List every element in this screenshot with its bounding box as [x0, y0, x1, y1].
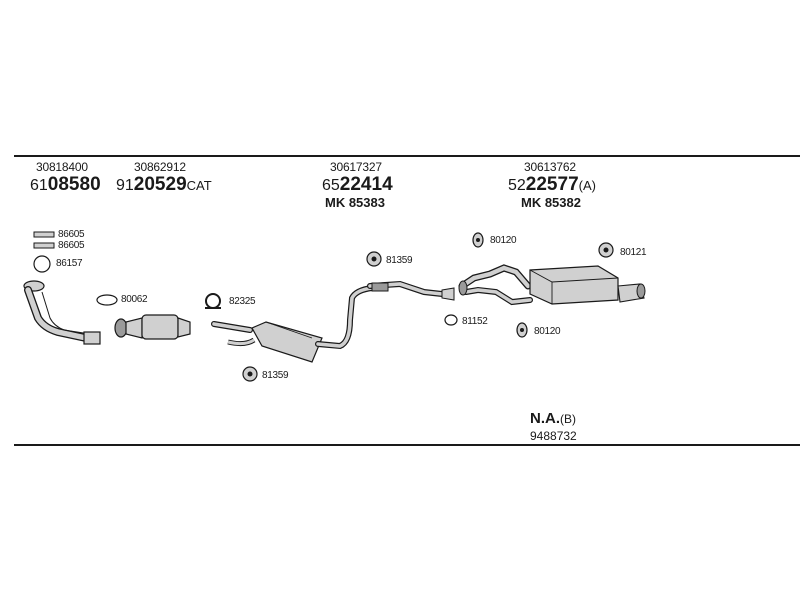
mk-number-4: MK 85382: [521, 195, 581, 210]
rubber-mount-icon: [472, 232, 484, 248]
sealing-ring-icon: [444, 314, 458, 326]
sealing-ring-icon: [33, 255, 51, 273]
front-pipe-part: [23, 280, 101, 345]
label-mount-80120-b: 80120: [534, 326, 561, 337]
not-available-marker: N.A.(B): [530, 410, 576, 427]
part-code-4: 5222577(A): [508, 174, 596, 195]
oe-number-1: 30818400: [36, 160, 88, 174]
mk-number-3: MK 85383: [325, 195, 385, 210]
part-code-2: 9120529CAT: [116, 174, 212, 195]
rubber-mount-icon: [366, 251, 382, 267]
gasket-pair-icon: [33, 231, 55, 249]
label-mount-81359-a: 81359: [262, 370, 289, 381]
label-gasket-top: 86605: [58, 229, 85, 240]
rubber-mount-icon: [516, 322, 528, 338]
top-rule: [14, 155, 800, 157]
middle-silencer-part: [211, 280, 455, 363]
label-mount-81359-b: 81359: [386, 255, 413, 266]
not-available-number: 9488732: [530, 429, 577, 443]
oe-number-4: 30613762: [524, 160, 576, 174]
clamp-icon: [205, 293, 221, 309]
rubber-mount-icon: [242, 366, 258, 382]
bottom-rule: [14, 444, 800, 446]
catalytic-converter-part: [114, 314, 191, 340]
flange-gasket-icon: [96, 294, 118, 306]
oe-number-3: 30617327: [330, 160, 382, 174]
oe-number-2: 30862912: [134, 160, 186, 174]
rubber-mount-icon: [598, 242, 614, 258]
part-code-1: 6108580: [30, 174, 101, 195]
label-ring-86157: 86157: [56, 258, 83, 269]
label-mount-80120-a: 80120: [490, 235, 517, 246]
label-gasket-bottom: 86605: [58, 240, 85, 251]
label-gasket-80062: 80062: [121, 294, 148, 305]
label-clamp-82325: 82325: [229, 296, 256, 307]
part-code-3: 6522414: [322, 174, 393, 195]
label-ring-81152: 81152: [462, 316, 488, 327]
rear-silencer-part: [458, 264, 646, 306]
label-mount-80121: 80121: [620, 247, 647, 258]
